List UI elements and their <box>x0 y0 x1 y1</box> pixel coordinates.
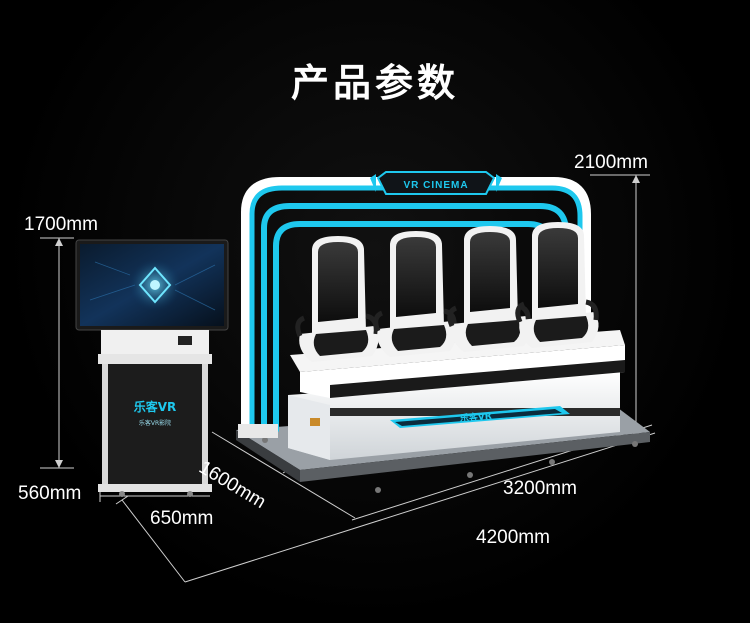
seat <box>447 226 531 352</box>
arch-sign <box>370 171 502 195</box>
dimension-height-left: 1700mm <box>24 214 98 235</box>
seat <box>295 236 379 362</box>
platform <box>236 330 650 493</box>
kiosk-logo: 乐客VR <box>134 399 177 414</box>
dimension-kiosk-width: 560mm <box>18 483 82 504</box>
page-title: 产品参数 <box>290 61 459 105</box>
seat <box>515 222 599 348</box>
dimension-height-right: 2100mm <box>574 152 648 173</box>
platform-logo: 乐客VR <box>459 410 492 425</box>
seat <box>373 231 457 357</box>
kiosk-subtext: 乐客VR影院 <box>139 419 171 427</box>
arch-sign-text: VR CINEMA <box>403 180 468 191</box>
dimension-total-length: 4200mm <box>476 527 550 548</box>
seats <box>295 222 599 362</box>
dimension-kiosk-depth: 650mm <box>150 508 214 529</box>
dimension-platform-length: 3200mm <box>503 478 577 499</box>
kiosk <box>75 239 229 497</box>
